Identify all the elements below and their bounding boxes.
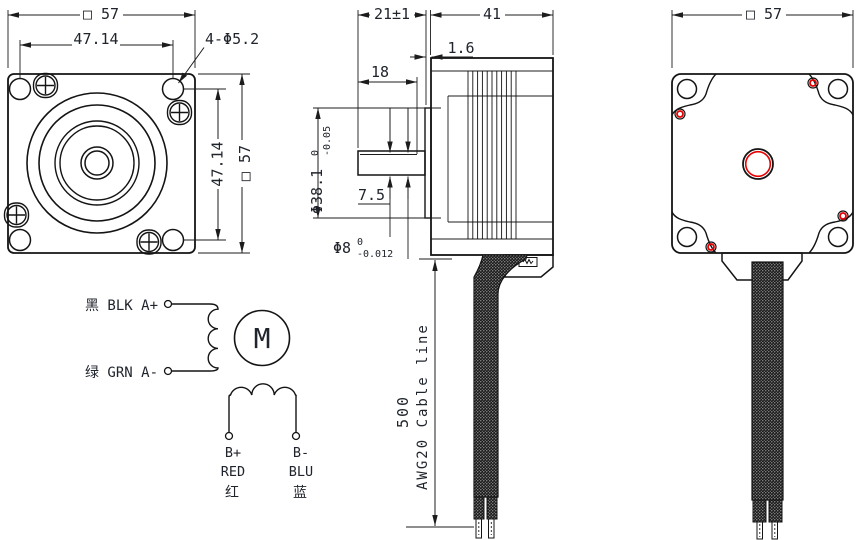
screw-bottom (136, 229, 162, 255)
side-view: 21±1 41 1.6 18 Φ38.1 0 -0.05 (308, 4, 554, 539)
svg-text:-0.05: -0.05 (322, 126, 333, 156)
side-wire-left (473, 496, 485, 520)
back-wire-right (768, 499, 783, 523)
dim-body-length: 41 (483, 5, 501, 23)
screw-top (32, 72, 59, 99)
motor-symbol-circle (233, 309, 291, 367)
holes-note-leader (178, 47, 205, 84)
dim-front-hole-pitch-v: 47.14 (209, 141, 227, 186)
dim-shaft-length: 21±1 (374, 5, 410, 23)
front-concentric-circles (26, 92, 168, 234)
screw-left (3, 202, 30, 228)
cable-note: AWG20 Cable line (415, 323, 431, 490)
dim-front-hole-pitch-h: 47.14 (73, 30, 118, 48)
lead-b-minus-label: B- (293, 445, 309, 461)
dim-shaft-dia: Φ8 0 -0.012 (333, 237, 393, 260)
shaft-circle (84, 150, 110, 176)
terminal-b-plus (224, 431, 234, 441)
dim-back-width: □ 57 (746, 5, 782, 23)
lead-b-plus-color: RED (221, 464, 245, 480)
front-view: □ 57 47.14 4-Φ5.2 47.14 □ 57 (3, 4, 259, 255)
side-wire-tip-left (475, 518, 482, 539)
front-holes-note: 4-Φ5.2 (205, 30, 259, 48)
lead-b-plus-label: B+ (225, 445, 241, 461)
terminal-a-plus (163, 299, 173, 309)
lead-a-minus-label: 绿 GRN A- (85, 365, 158, 381)
coil-a-winding (171, 303, 219, 372)
terminal-a-minus (163, 366, 173, 376)
back-wire-tip-left (756, 521, 763, 540)
back-view: □ 57 (671, 4, 854, 540)
dim-front-width: □ 57 (83, 5, 119, 23)
svg-text:0: 0 (310, 150, 321, 156)
side-wire-tip-right (488, 518, 495, 539)
svg-text:Φ8: Φ8 (333, 239, 351, 257)
svg-text:-0.012: -0.012 (357, 249, 393, 260)
side-wire-right (486, 496, 498, 520)
front-flange-outline (7, 73, 196, 254)
lead-a-plus-label: 黑 BLK A+ (85, 298, 158, 314)
back-corner-ears (671, 73, 854, 254)
lead-b-minus-color: BLU (289, 464, 313, 480)
back-dimensions: □ 57 (671, 4, 854, 68)
front-dimensions: □ 57 47.14 4-Φ5.2 47.14 □ 57 (7, 4, 259, 254)
lead-b-plus-cn: 红 (225, 485, 239, 501)
side-cable-sheath (473, 254, 528, 498)
shaft-boss-circle (80, 146, 114, 180)
front-screws (3, 72, 193, 255)
dim-pilot-depth: 1.6 (447, 39, 474, 57)
back-screw-holes-red (674, 77, 849, 253)
back-center-boss (742, 148, 774, 180)
back-wire-left (752, 499, 767, 523)
dim-flat-height: 7.5 (358, 186, 385, 204)
lead-b-minus-cn: 蓝 (293, 485, 307, 501)
dim-cable-length: 500 (394, 395, 412, 428)
back-body-outline (671, 73, 854, 254)
screw-right (166, 99, 193, 126)
svg-text:Φ38.1: Φ38.1 (308, 169, 326, 214)
motor-symbol-letter: M (254, 322, 271, 355)
back-cable-sheath (751, 261, 784, 501)
back-through-holes (676, 78, 849, 248)
side-dimensions: 21±1 41 1.6 18 Φ38.1 0 -0.05 (308, 4, 554, 528)
side-lamination-stack (467, 71, 517, 239)
dim-pilot-dia: Φ38.1 0 -0.05 (308, 126, 333, 214)
dim-flat-length: 18 (371, 63, 389, 81)
svg-text:0: 0 (357, 237, 363, 248)
terminal-b-minus (291, 431, 301, 441)
wiring-diagram: 黑 BLK A+ 绿 GRN A- M B+ B- RED BLU 红 蓝 (85, 298, 313, 501)
dim-front-height: □ 57 (236, 145, 254, 181)
coil-b-winding (228, 383, 297, 432)
back-wire-tip-right (771, 521, 778, 540)
